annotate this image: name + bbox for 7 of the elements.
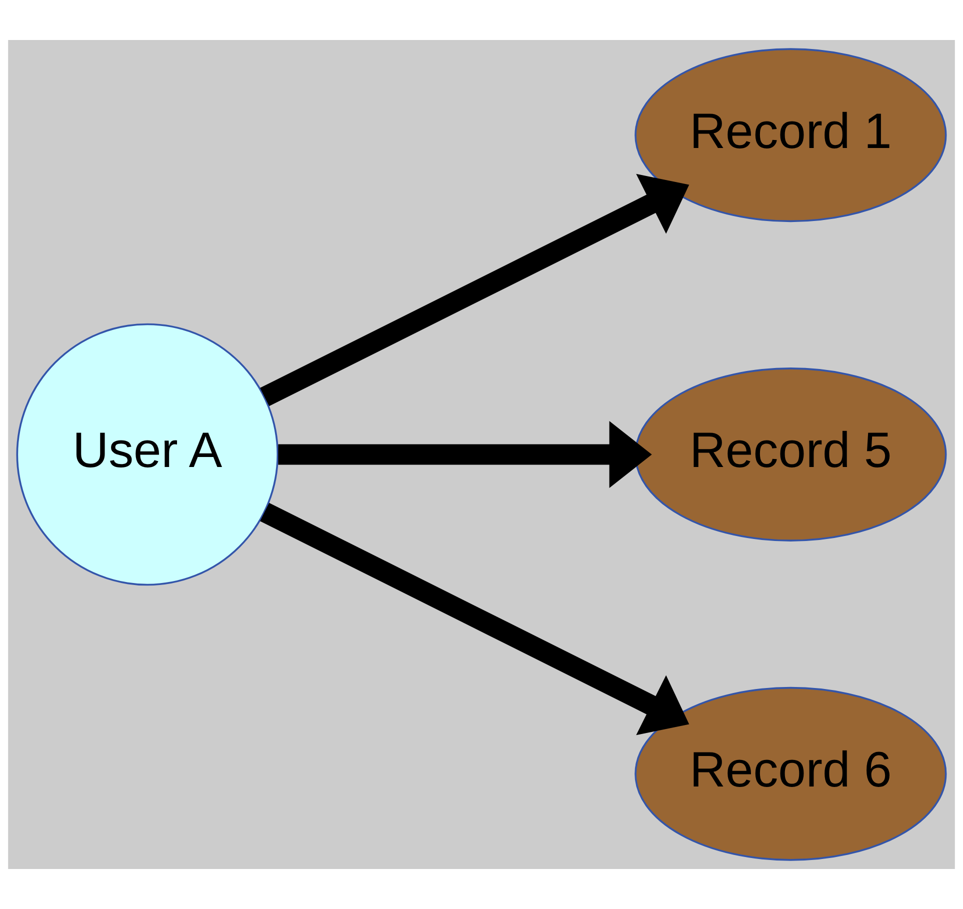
arrow (278, 421, 652, 488)
node-ellipse: Record 6 (634, 686, 947, 861)
arrow (260, 174, 690, 406)
arrow (260, 502, 690, 736)
node-circle: User A (16, 323, 279, 586)
node-ellipse: Record 1 (634, 48, 947, 222)
node-ellipse: Record 5 (634, 368, 947, 542)
